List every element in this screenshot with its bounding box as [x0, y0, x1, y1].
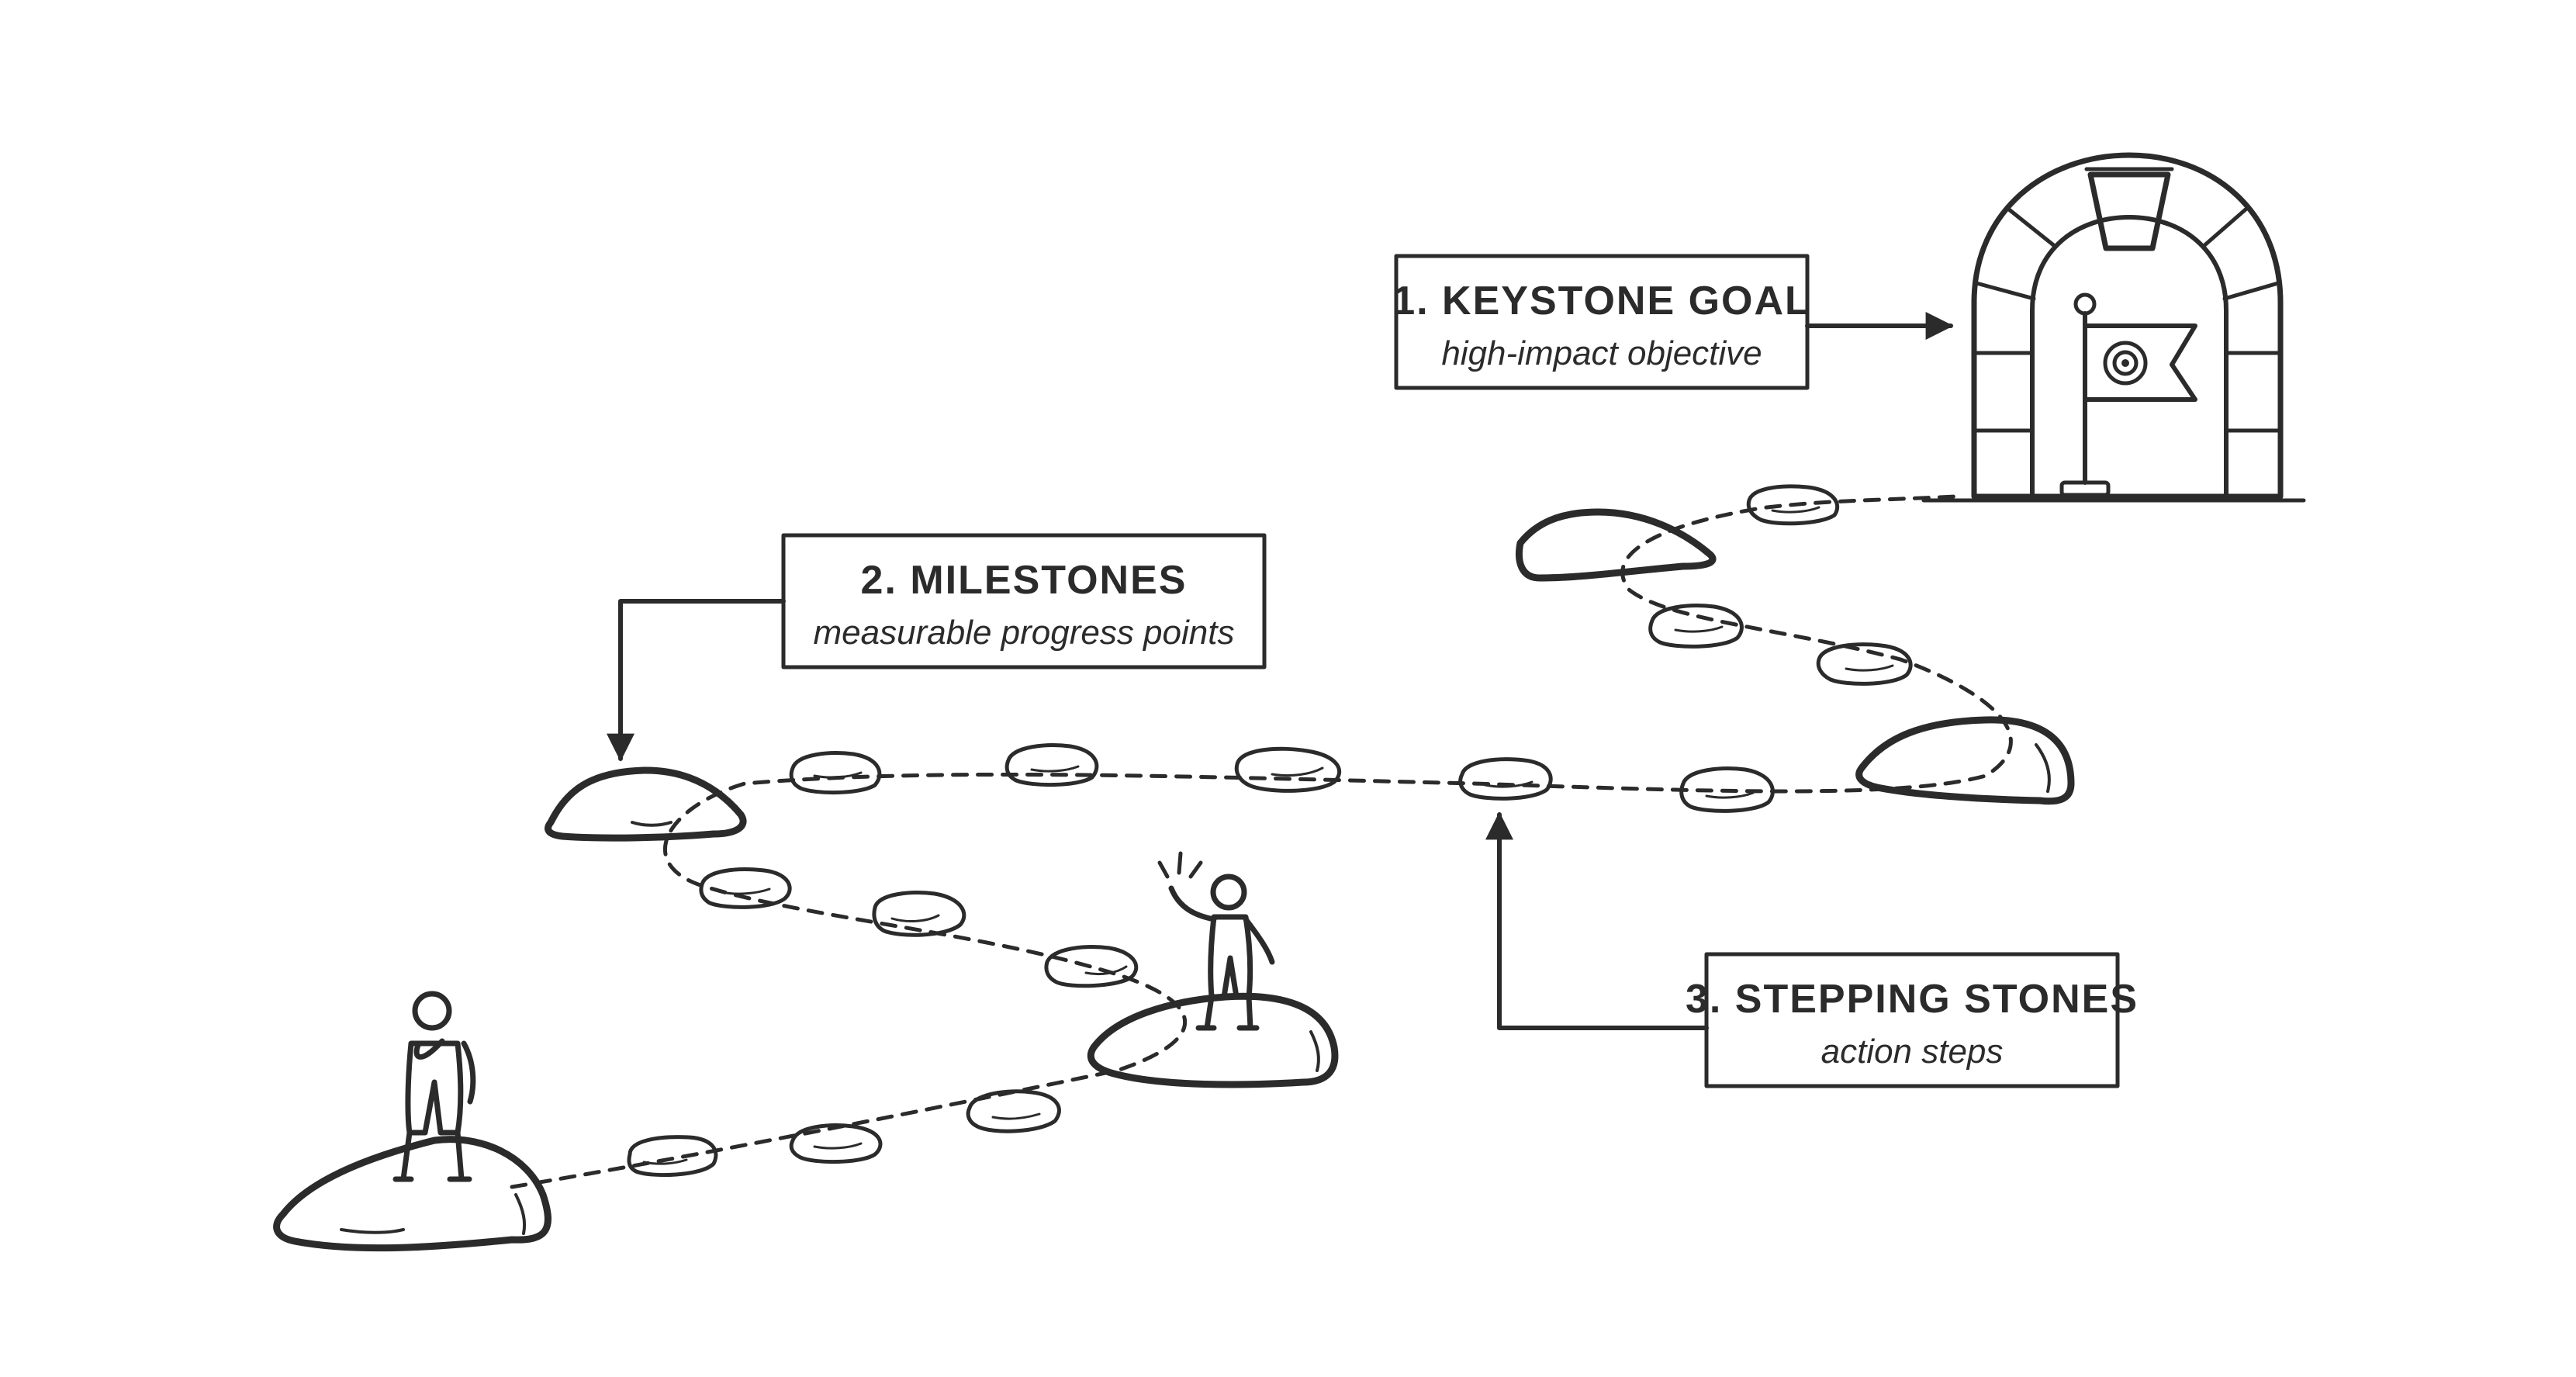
target-flag-icon — [2059, 292, 2197, 497]
stepping-stone — [966, 1089, 1061, 1133]
stepping-stone — [789, 1123, 883, 1164]
keystone-goal-label: 1. KEYSTONE GOAL high-impact objective — [1392, 254, 1811, 390]
stepping-stone — [1648, 604, 1744, 649]
person-waving-icon — [1157, 851, 1275, 1031]
stepping-stone — [872, 891, 966, 937]
rock-mid-person — [1087, 992, 1339, 1088]
stepping-stone — [1044, 945, 1139, 988]
milestones-arrow — [607, 599, 786, 762]
milestones-title: 2. MILESTONES — [861, 558, 1188, 603]
rock-milestone-3 — [1515, 508, 1717, 582]
archway-icon — [1971, 152, 2284, 500]
dashed-path — [510, 494, 2013, 1189]
keystone-subtitle: high-impact objective — [1441, 334, 1762, 372]
stepping-stones-arrow — [1485, 811, 1709, 1030]
stepping-stone — [1816, 642, 1913, 686]
person-thinking-icon — [392, 991, 476, 1182]
stepping-stone — [1746, 484, 1840, 526]
milestones-subtitle: measurable progress points — [814, 614, 1235, 652]
stepping-stone — [1004, 743, 1099, 787]
stepping-title: 3. STEPPING STONES — [1686, 977, 2139, 1022]
stepping-stone — [627, 1135, 718, 1178]
stepping-stone — [699, 867, 792, 909]
stepping-subtitle: action steps — [1821, 1033, 2004, 1071]
stepping-stone — [1679, 766, 1775, 813]
keystone-title: 1. KEYSTONE GOAL — [1392, 279, 1811, 323]
stepping-stone — [1234, 746, 1342, 793]
stepping-stone — [789, 751, 882, 795]
stepping-stone — [1458, 757, 1553, 801]
rock-start — [273, 1136, 552, 1252]
stepping-stones-label: 3. STEPPING STONES action steps — [1686, 952, 2139, 1088]
milestones-label: 2. MILESTONES measurable progress points — [781, 533, 1267, 669]
rock-milestone-2 — [1855, 716, 2075, 805]
stepping-stones — [627, 484, 1913, 1178]
rock-milestone-1 — [545, 766, 747, 842]
